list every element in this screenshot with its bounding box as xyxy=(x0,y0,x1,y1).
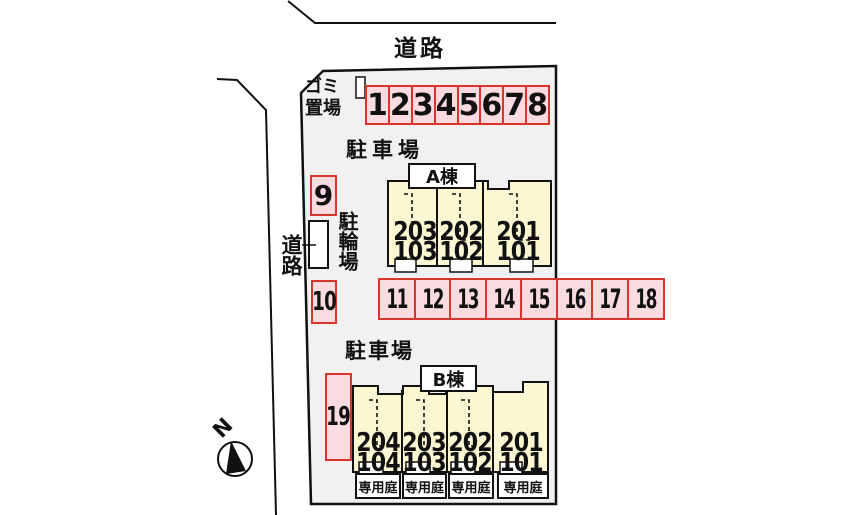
building-b-stair-1 xyxy=(369,399,386,447)
building-a-stair-2 xyxy=(452,193,469,241)
building-b-stair-2 xyxy=(416,399,433,447)
parking-space-18: 18 xyxy=(627,278,665,320)
building-b-stair-3 xyxy=(461,399,478,447)
garden-label-3: 専用庭 xyxy=(451,480,491,496)
building-a-entrance-3 xyxy=(509,258,534,273)
garden-label-4: 専用庭 xyxy=(503,480,543,496)
bicycle-parking-label: 駐輪場 xyxy=(335,211,359,271)
parking-space-9: 9 xyxy=(310,175,337,216)
building-a-entrance-1 xyxy=(394,258,417,273)
parking-space-10-number: 10 xyxy=(312,287,337,317)
unit-number-upper: 203 xyxy=(402,428,446,458)
parking-space-19: 19 xyxy=(325,373,352,461)
parking-space-16: 16 xyxy=(555,278,594,320)
parking-space-11-number: 11 xyxy=(386,283,408,315)
road-edge-left xyxy=(216,78,277,515)
parking-space-3: 3 xyxy=(410,85,436,125)
unit-number-lower: 104 xyxy=(356,448,400,478)
building-b-unit-4-numbers: 201 101 xyxy=(496,428,547,478)
unit-number-upper: 204 xyxy=(356,428,400,458)
unit-number-lower: 103 xyxy=(402,448,446,478)
parking-space-16-number: 16 xyxy=(564,283,586,315)
parking-space-12: 12 xyxy=(413,278,452,320)
road-label-left: 道路 xyxy=(279,234,303,276)
parking-label-upper: 駐車場 xyxy=(346,138,424,162)
building-a-unit-2-numbers: 202 102 xyxy=(436,217,487,267)
parking-space-18-number: 18 xyxy=(635,283,657,315)
unit-number-upper: 202 xyxy=(448,428,492,458)
parking-space-8: 8 xyxy=(525,85,550,125)
building-a-entrance-2 xyxy=(449,258,473,273)
parking-space-14: 14 xyxy=(484,278,523,320)
parking-space-7: 7 xyxy=(502,85,528,125)
unit-number-lower: 101 xyxy=(496,237,540,267)
parking-space-12-number: 12 xyxy=(421,283,444,315)
building-a-stair-1 xyxy=(404,193,421,241)
unit-number-upper: 203 xyxy=(393,217,437,247)
building-b-unit-3-numbers: 202 102 xyxy=(445,428,496,478)
garden-label-2: 専用庭 xyxy=(404,480,444,496)
parking-space-17-number: 17 xyxy=(599,283,622,315)
parking-space-2: 2 xyxy=(387,85,413,125)
road-label-top: 道路 xyxy=(394,36,446,62)
garden-box-2 xyxy=(402,473,447,499)
building-a-outline xyxy=(387,180,552,267)
parking-space-15: 15 xyxy=(520,278,558,320)
parking-space-15-number: 15 xyxy=(528,283,551,315)
parking-space-5: 5 xyxy=(456,85,482,125)
garden-box-1 xyxy=(355,473,401,499)
parking-label-lower: 駐車場 xyxy=(345,339,414,363)
road-edge-top xyxy=(287,0,556,24)
parking-space-10: 10 xyxy=(311,280,337,324)
parking-space-4: 4 xyxy=(433,85,459,125)
building-a-unit-3-numbers: 201 101 xyxy=(493,217,544,267)
building-b-unit-1-numbers: 204 104 xyxy=(353,428,404,478)
unit-number-upper: 201 xyxy=(496,217,540,247)
unit-number-lower: 101 xyxy=(499,448,543,478)
compass-needle xyxy=(226,441,246,474)
building-b-label: B棟 xyxy=(420,365,477,392)
unit-number-lower: 102 xyxy=(448,448,492,478)
garden-label-1: 専用庭 xyxy=(358,480,398,496)
parking-space-11: 11 xyxy=(378,278,416,320)
parking-space-1: 1 xyxy=(365,85,390,125)
parking-space-6: 6 xyxy=(479,85,505,125)
building-b-unit-2-numbers: 203 103 xyxy=(399,428,450,478)
garbage-area-label: ゴミ 置場 xyxy=(305,77,341,119)
parking-row-top: 1 2 3 4 5 6 7 8 xyxy=(365,85,550,125)
parking-space-17: 17 xyxy=(591,278,630,320)
parking-space-13-number: 13 xyxy=(457,283,480,315)
garden-box-3 xyxy=(448,473,494,499)
parking-space-19-number: 19 xyxy=(326,402,352,432)
parking-space-13: 13 xyxy=(449,278,487,320)
garbage-label-line1: ゴミ xyxy=(305,77,339,97)
garbage-box xyxy=(355,76,366,99)
parking-row-mid: 11 12 13 14 15 16 17 18 xyxy=(378,278,665,320)
building-a-stair-3 xyxy=(509,193,530,241)
unit-number-lower: 103 xyxy=(393,237,437,267)
unit-number-upper: 201 xyxy=(499,428,543,458)
unit-number-lower: 102 xyxy=(439,237,483,267)
building-a-label: A棟 xyxy=(408,163,476,189)
parking-space-14-number: 14 xyxy=(493,283,515,315)
building-a-unit-1-numbers: 203 103 xyxy=(390,217,441,267)
garbage-label-line2: 置場 xyxy=(305,98,341,119)
garden-box-4 xyxy=(497,473,549,499)
unit-number-upper: 202 xyxy=(439,217,483,247)
